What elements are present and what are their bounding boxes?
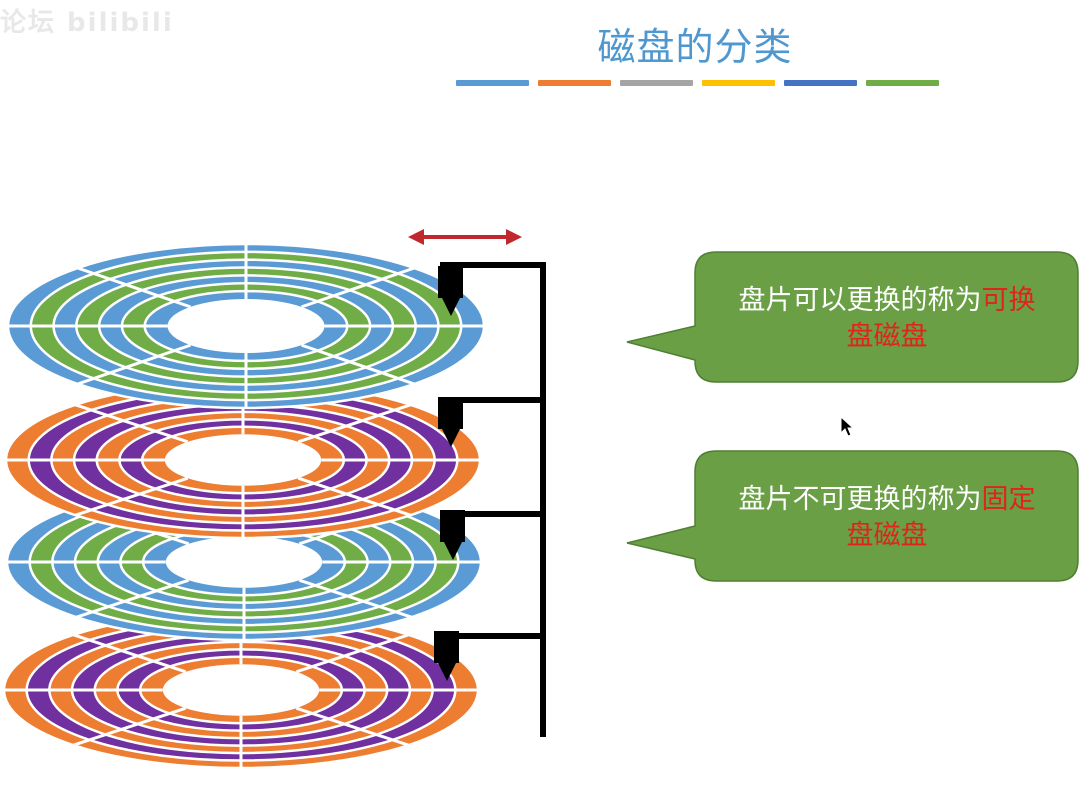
callout-fixed <box>626 450 1079 582</box>
sector-line <box>74 403 189 444</box>
title-bar-segment <box>702 80 775 86</box>
callout-removable-line1: 盘片可以更换的称为 <box>738 285 982 316</box>
watermark: 论坛 bilibili <box>0 8 174 38</box>
read-write-heads <box>434 266 465 681</box>
sector-line <box>301 266 415 309</box>
platter-2 <box>4 380 482 540</box>
platter-hub <box>167 298 325 354</box>
callout-fixed-line2: 盘磁盘 <box>846 520 928 551</box>
sector-line <box>75 578 190 619</box>
head-2 <box>438 397 463 447</box>
callout-removable <box>626 251 1079 383</box>
sector-line <box>72 633 187 674</box>
callout-removable-line2: 盘磁盘 <box>846 321 928 352</box>
head-3 <box>440 510 465 560</box>
title-bar-segment <box>784 80 857 86</box>
sector-line <box>295 633 410 674</box>
head-1 <box>438 266 463 316</box>
title-bar-segment <box>456 80 529 86</box>
sector-line <box>297 476 412 517</box>
platter-hub <box>164 434 322 486</box>
sector-line <box>297 403 412 444</box>
sector-line <box>77 266 191 309</box>
sector-line <box>74 476 189 517</box>
callout-removable-text: 盘片可以更换的称为可换 盘磁盘 <box>712 283 1062 355</box>
platters-layer <box>2 242 486 770</box>
platter-hub <box>165 536 323 588</box>
sector-line <box>295 706 410 747</box>
platter-hub <box>162 664 320 716</box>
platter-4 <box>2 610 480 770</box>
title-bar-segment <box>620 80 693 86</box>
callout-fixed-text: 盘片不可更换的称为固定 盘磁盘 <box>712 482 1062 554</box>
sector-line <box>301 343 415 386</box>
callout-fixed-line1: 盘片不可更换的称为 <box>738 484 982 515</box>
sector-line <box>72 706 187 747</box>
title-bar-segment <box>866 80 939 86</box>
page-title: 磁盘的分类 <box>597 25 793 69</box>
title-bar-segment <box>538 80 611 86</box>
arm-movement-arrow <box>408 229 522 245</box>
sector-line <box>298 578 413 619</box>
sector-line <box>77 343 191 386</box>
callout-removable-highlight: 可换 <box>981 285 1036 316</box>
head-4 <box>434 631 459 681</box>
callout-fixed-highlight: 固定 <box>981 484 1036 515</box>
title-underline-bar <box>456 80 939 87</box>
platter-1 <box>6 242 486 410</box>
mouse-cursor-icon <box>840 416 855 437</box>
